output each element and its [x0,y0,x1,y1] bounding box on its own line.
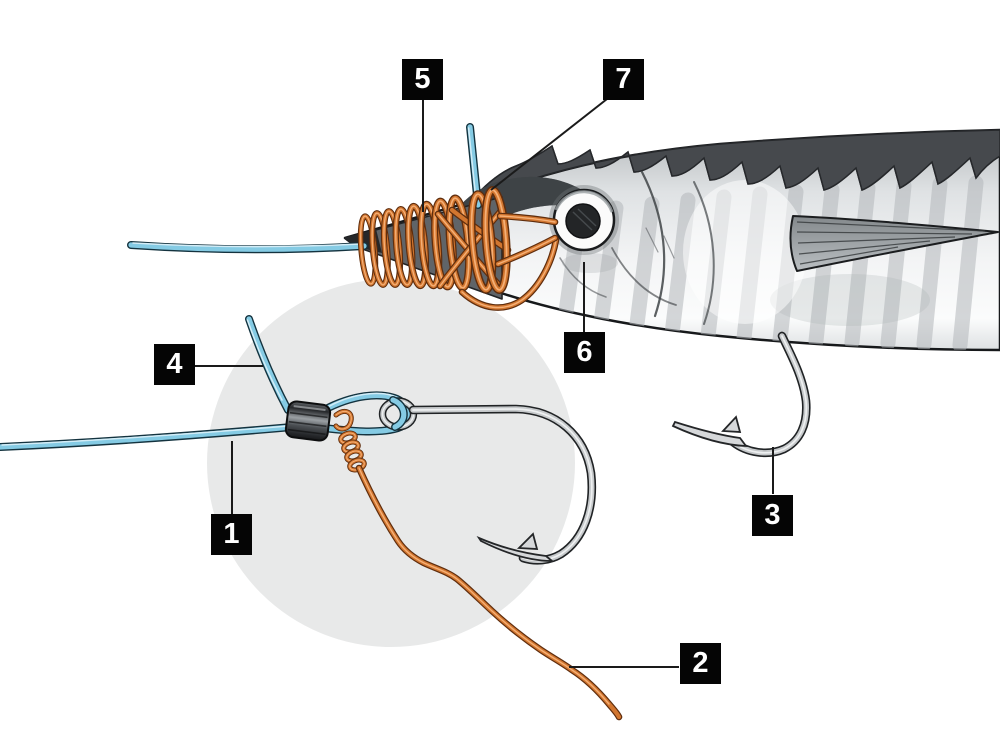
detail-hook-point [476,535,555,562]
fish-eye [549,185,619,273]
fish-pectoral-fin [789,215,999,272]
callout-label-6: 6 [564,332,605,373]
detail-hook [408,404,597,565]
fish-gill-lines [559,170,715,325]
callout-label-1: 1 [211,514,252,555]
blue-leader-tag-end [245,315,292,414]
callout-label-5: 5 [402,59,443,100]
ballyhoo-fish [343,128,1000,352]
fish-gill-highlight [683,180,807,324]
upper-rig [127,123,560,311]
copper-wire-twist [333,408,366,471]
blue-leader-loop [320,391,413,436]
detail-hook-barb [516,532,539,550]
fish-belly-shading [770,274,930,326]
callout-lines [195,98,774,668]
detail-circle-background [207,279,575,647]
bait-hook [671,331,811,458]
blue-main-line [0,423,296,451]
callout-label-7: 7 [603,59,644,100]
callout-label-4: 4 [154,344,195,385]
callout-line-7 [490,98,608,191]
fish-stripes [556,175,984,350]
detail-rig [0,315,623,721]
blue-main-line-upper [127,241,368,254]
bait-hook-point [671,420,748,447]
bait-hook-barb [721,415,742,433]
callout-label-3: 3 [752,495,793,536]
crimp-sleeve [284,400,332,442]
callout-label-2: 2 [680,643,721,684]
copper-wire-tag-end [355,464,623,721]
copper-wire-wraps [358,189,560,311]
